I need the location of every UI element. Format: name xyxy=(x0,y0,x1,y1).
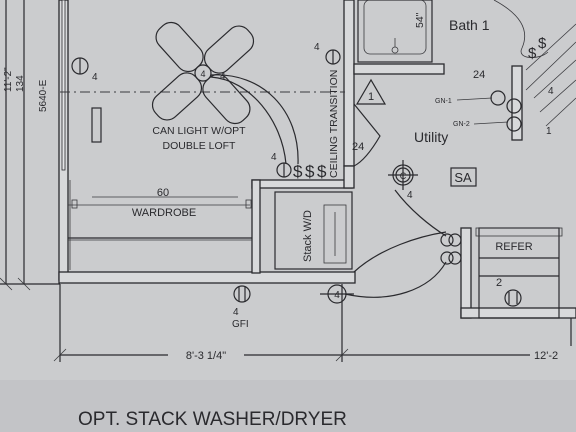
closet-top-wall xyxy=(251,179,353,189)
refer-circuit: 2 xyxy=(496,277,502,289)
gn2-label: GN-2 xyxy=(453,121,470,128)
wardrobe-width: 60 xyxy=(157,187,169,199)
wall-fixture xyxy=(91,107,102,143)
fan-wire-b xyxy=(210,76,287,165)
wardrobe-label: WARDROBE xyxy=(132,207,196,219)
switch-circuit: 4 xyxy=(271,152,277,163)
upper-outlet-circuit: 4 xyxy=(314,42,320,53)
bath-label: Bath 1 xyxy=(449,17,490,33)
ceiling-transition-label: CEILING TRANSITION xyxy=(328,70,340,178)
gn1-label: GN-1 xyxy=(435,98,452,105)
right-circuit-1: 1 xyxy=(546,126,552,137)
switch-cluster: $ $ $ xyxy=(276,162,327,181)
stair-wall xyxy=(511,65,523,141)
height-dimension-alt: 134 xyxy=(15,75,26,92)
left-dimension-lines xyxy=(0,0,60,291)
floor-outlet-circuit: 4 xyxy=(334,290,340,301)
fan-wire-a xyxy=(210,74,299,165)
wd-wire xyxy=(353,231,447,273)
dim-label-bg xyxy=(530,346,576,362)
can-light-label-2: DOUBLE LOFT xyxy=(163,140,237,152)
width-dimension-label: 8'-3 1/4" xyxy=(186,350,226,362)
fan-circuit: 4 xyxy=(200,69,205,79)
can-light-label-1: CAN LIGHT W/OPT xyxy=(152,125,246,137)
stack-washer-dryer xyxy=(274,191,353,270)
smoke-alarm-box xyxy=(450,167,477,187)
right-circuit-4: 4 xyxy=(548,86,554,97)
switch-icon: $ xyxy=(293,162,303,181)
light-wire xyxy=(394,189,447,237)
utility-light-circuit: 4 xyxy=(407,190,413,201)
refrigerator xyxy=(475,227,563,319)
door-swing xyxy=(353,103,381,167)
ceiling-fan-icon xyxy=(151,21,255,125)
upper-outlet-icon xyxy=(325,49,341,65)
gfi-outlet-icon xyxy=(233,285,251,303)
tub-dimension: 54" xyxy=(414,12,426,28)
drawing-title: OPT. STACK WASHER/DRYER xyxy=(78,409,347,430)
utility-right-wall xyxy=(460,227,472,319)
switch-icon: $ xyxy=(305,162,315,181)
refer-label: REFER xyxy=(495,241,532,253)
switch-icon: $ $ xyxy=(528,35,547,62)
utility-light-code: C xyxy=(400,171,407,181)
dim-label-bg xyxy=(168,346,244,362)
closet-left-wall xyxy=(251,179,261,274)
bath-circuit: 24 xyxy=(473,69,485,81)
bath-bottom-wall xyxy=(353,63,445,75)
left-wall-light-icon xyxy=(71,57,89,75)
right-dimension-label: 12'-2 xyxy=(534,350,558,362)
switch-icon: $ xyxy=(317,162,327,181)
ceiling-circuit: 24 xyxy=(352,141,364,153)
triangle-marker-icon xyxy=(355,78,387,105)
floor-outlet-icon xyxy=(320,284,354,304)
smoke-alarm-label: SA xyxy=(454,170,472,185)
outlet-icon xyxy=(440,233,462,265)
gas-valve-icon xyxy=(490,90,522,132)
stack-wd-label: Stack W/D xyxy=(302,210,314,262)
triangle-marker-label: 1 xyxy=(368,91,374,103)
paper-bottom-shade xyxy=(0,380,576,432)
stair-rail xyxy=(525,23,576,127)
wire-top-right xyxy=(493,0,549,58)
walls xyxy=(58,0,576,319)
wall-code-label: 5640-E xyxy=(38,79,49,112)
width-dimension-lines xyxy=(53,284,576,362)
refer-outlet-icon xyxy=(504,289,522,307)
gfi-label: GFI xyxy=(232,319,249,330)
floor-wire xyxy=(344,261,447,298)
utility-light-icon xyxy=(388,160,418,190)
bottom-wall xyxy=(58,271,356,284)
height-dimension: 11'-2" xyxy=(3,67,14,92)
wardrobe xyxy=(68,180,252,270)
bathtub xyxy=(357,0,433,63)
gfi-circuit: 4 xyxy=(233,307,239,318)
svg-text:$: $ xyxy=(528,45,537,62)
utility-label: Utility xyxy=(414,129,448,145)
svg-text:$: $ xyxy=(538,35,547,52)
left-light-circuit: 4 xyxy=(92,72,98,83)
fan-circuit-tag: 4 xyxy=(220,71,226,82)
